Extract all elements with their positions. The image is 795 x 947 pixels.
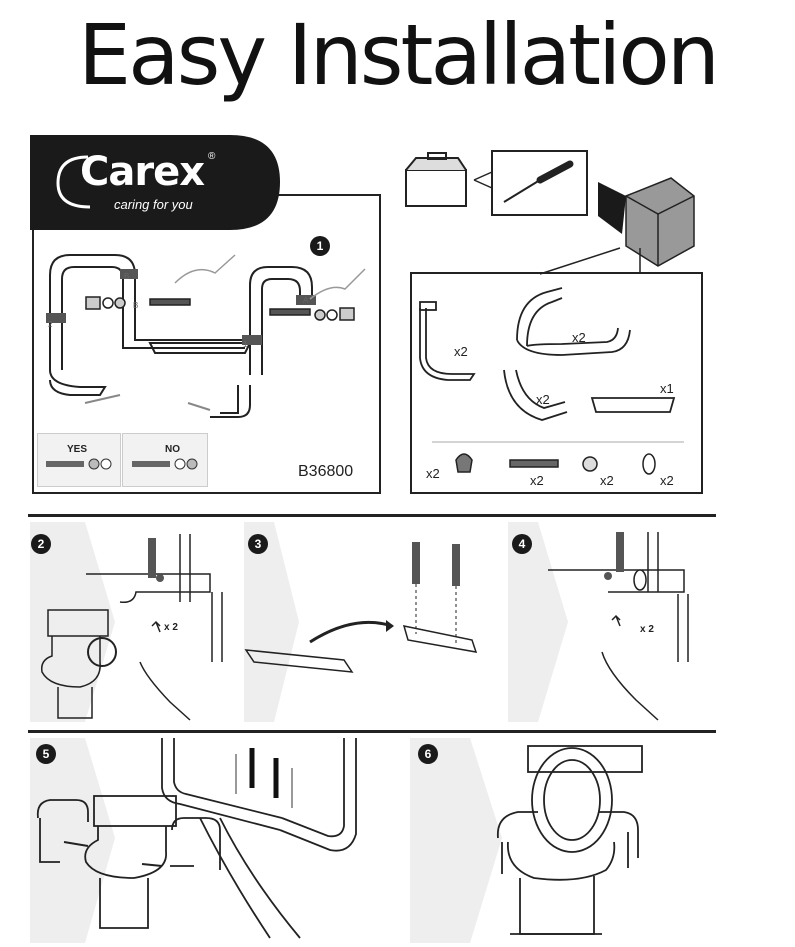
qty-washer: x2 — [660, 473, 674, 488]
package-box-icon — [598, 177, 695, 267]
yes-label: YES — [67, 444, 88, 455]
step4-illustration — [508, 522, 689, 722]
box-connector — [539, 247, 641, 275]
step-6-badge: 6 — [418, 744, 438, 764]
step6-cell — [410, 738, 715, 943]
carex-logo: Carex ® caring for you — [30, 135, 280, 230]
parts-illustrations — [419, 287, 684, 475]
no-label: NO — [165, 444, 180, 455]
marker-b-left: B — [124, 272, 130, 281]
page-title: Easy Installation — [78, 6, 720, 104]
qty-spacer: x2 — [600, 473, 614, 488]
qty-bracket: x1 — [660, 381, 674, 396]
logo-tagline: caring for you — [114, 197, 193, 212]
tool-pointer — [473, 171, 493, 189]
step-2-badge: 2 — [31, 534, 51, 554]
screwdriver-icon — [503, 160, 574, 203]
marker-a-right: A — [303, 296, 309, 305]
step2-qty: x 2 — [164, 622, 178, 633]
qty-base: x2 — [454, 344, 468, 359]
step5-illustration — [30, 738, 357, 943]
step6-illustration — [410, 738, 643, 943]
yes-hardware-icon — [46, 458, 112, 470]
step-1-badge: 1 — [310, 236, 330, 256]
marker-b-left2: B — [133, 301, 139, 310]
qty-knob: x2 — [426, 466, 440, 481]
logo-shape — [30, 135, 280, 230]
step-4-badge: 4 — [512, 534, 532, 554]
divider-top — [28, 514, 716, 517]
step3-cell — [244, 522, 504, 722]
step4-cell — [508, 522, 718, 722]
step-3-badge: 3 — [248, 534, 268, 554]
step2-cell — [30, 522, 240, 722]
step1-frame-illustration — [46, 254, 366, 418]
logo-registered: ® — [208, 151, 216, 162]
step-5-badge: 5 — [36, 744, 56, 764]
toolbox-icon — [405, 152, 467, 207]
divider-middle — [28, 730, 716, 733]
logo-wordmark: Carex — [80, 149, 205, 195]
step2-illustration — [30, 522, 223, 722]
step3-illustration — [244, 522, 478, 722]
marker-1-right: 1 — [243, 340, 248, 349]
step5-cell — [30, 738, 400, 943]
step4-qty: x 2 — [640, 624, 654, 635]
no-hardware-icon — [132, 458, 198, 470]
marker-2-left: 2 — [48, 320, 53, 329]
qty-arm: x2 — [572, 330, 586, 345]
qty-leg: x2 — [536, 392, 550, 407]
no-box — [122, 433, 208, 487]
qty-bolt: x2 — [530, 473, 544, 488]
product-code: B36800 — [298, 463, 354, 480]
